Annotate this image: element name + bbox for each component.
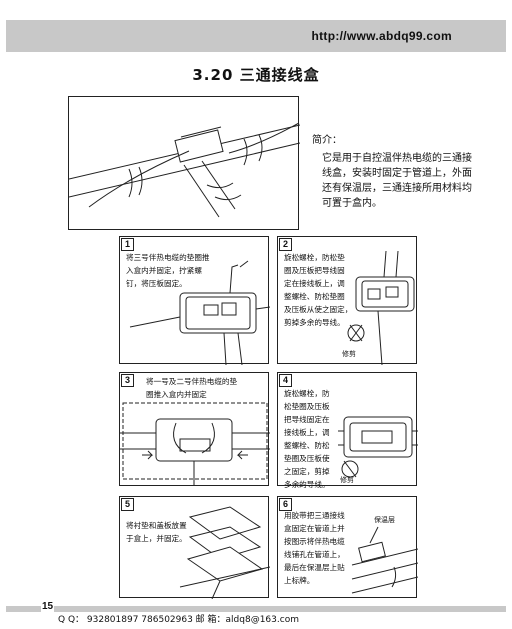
header-bar: http://www.abdq99.com [6,20,506,52]
footer-contact: Q Q： 932801897 786502963 邮 箱：aldq8@163.c… [58,615,299,625]
step-4-drawing [338,416,418,478]
step-number: 6 [279,498,292,511]
step-number: 3 [121,374,134,387]
trim-label: 修剪 [342,350,356,358]
page-title: 3.20 三通接线盒 [192,66,320,84]
step-panel-1: 1 将三号伴热电缆的垫圈推 入盒内并固定，拧紧螺 钉，将压板固定。 [119,236,270,365]
step-number: 4 [279,374,292,387]
step-text: 用胶带把三通接线 盒固定在管道上并 按图示将伴热电缆 线铺孔在管道上， 最后在保… [284,511,345,585]
step-text: 将一号及二号伴热电缆的垫 圈推入盒内并固定 [146,377,238,399]
trim-label: 修剪 [340,476,354,484]
footer-bar [6,606,506,612]
step-3-drawing [120,402,270,485]
step-5-drawing [179,506,270,599]
tee-box-drawing [69,122,300,218]
step-1-drawing [129,260,270,365]
step-number: 2 [279,238,292,251]
step-panel-3: 3 将一号及二号伴热电缆的垫 圈推入盒内并固定 [119,372,270,486]
step-6-drawing [351,526,418,594]
step-number: 5 [121,498,134,511]
main-illustration [68,96,300,230]
intro-heading: 简介： [312,135,342,146]
step-text: 将衬垫和盖板放置 于盒上，并固定。 [126,521,187,543]
insulation-label: 保温层 [374,516,395,524]
step-panel-4: 4 旋松螺栓，防 松垫圈及压板 把导线固定在 接线板上，调 整螺栓、防松 垫圈及… [277,372,418,489]
step-panel-5: 5 将衬垫和盖板放置 于盒上，并固定。 [119,496,270,599]
intro-text: 它是用于自控温伴热电缆的三通接线盒，安装时固定于管道上，外面还有保温层，三通连接… [322,153,472,209]
step-panel-6: 6 用胶带把三通接线 盒固定在管道上并 按图示将伴热电缆 线铺孔在管道上， 最后… [277,496,418,598]
step-panel-2: 2 旋松螺栓，防松垫 圈及压板把导线固 定在接线板上，调 整螺栓、防松垫圈 及压… [277,236,417,365]
step-2-drawing [347,250,415,365]
step-text: 将三号伴热电缆的垫圈推 入盒内并固定，拧紧螺 钉，将压板固定。 [126,253,210,288]
step-text: 旋松螺栓，防松垫 圈及压板把导线固 定在接线板上，调 整螺栓、防松垫圈 及压板从… [284,253,353,327]
page-number: 15 [41,601,55,612]
header-url[interactable]: http://www.abdq99.com [311,29,452,43]
step-number: 1 [121,238,134,251]
step-text: 旋松螺栓，防 松垫圈及压板 把导线固定在 接线板上，调 整螺栓、防松 垫圈及压板… [284,389,330,489]
